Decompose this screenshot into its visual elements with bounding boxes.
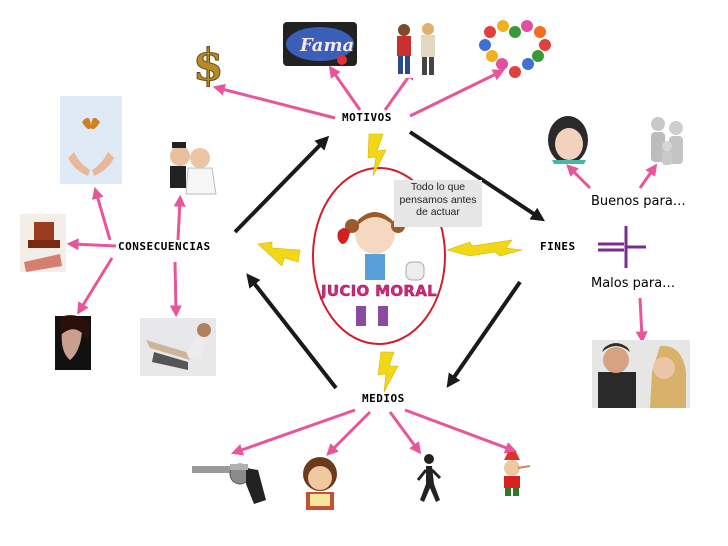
friends-image	[390, 20, 444, 78]
bolt-left-icon	[257, 241, 301, 267]
runner-image	[416, 454, 442, 502]
cycle-arrows	[233, 130, 546, 390]
model-image	[140, 318, 216, 376]
branch-buenos: Buenos para…	[591, 194, 686, 209]
revolver-image	[192, 463, 266, 504]
node-fines: FINES	[540, 240, 576, 253]
child-reading-image	[303, 457, 337, 510]
pinocchio-image	[504, 452, 531, 496]
family-image	[651, 117, 683, 165]
svg-text:$: $	[193, 40, 224, 91]
wedding-couple-image	[170, 142, 217, 195]
sad-woman-image	[55, 315, 91, 370]
lightning-bolts	[257, 133, 523, 393]
fama-logo-image: Fama	[283, 22, 357, 66]
dollar-sign-icon: $	[193, 40, 225, 92]
bolt-top-icon	[367, 133, 387, 177]
bolt-right-icon	[445, 239, 523, 257]
girl-face-image	[548, 116, 588, 164]
arrow-fines-medios	[446, 280, 522, 388]
arrow-medios-consecuencias	[246, 273, 338, 390]
svg-text:Fama: Fama	[299, 35, 354, 56]
fines-bracket	[598, 226, 646, 268]
heart-candies-image	[479, 20, 551, 78]
arrow-motivos-fines	[408, 130, 546, 222]
branch-malos: Malos para…	[591, 276, 676, 291]
node-consecuencias: CONSECUENCIAS	[118, 240, 211, 253]
center-note: Todo lo que pensamos antes de actuar	[394, 180, 482, 227]
stamp-image	[20, 214, 66, 272]
arrow-consecuencias-motivos	[233, 135, 330, 234]
node-medios: MEDIOS	[362, 392, 405, 405]
pink-arrows	[66, 65, 658, 456]
center-title: JUCIO MORAL	[320, 282, 438, 300]
arguing-couple-image	[592, 340, 690, 408]
bolt-bottom-icon	[377, 351, 399, 393]
center-ellipse	[312, 167, 446, 345]
center-girl-illustration	[337, 212, 425, 326]
node-motivos: MOTIVOS	[342, 111, 392, 124]
butterfly-hands-image	[60, 96, 122, 184]
